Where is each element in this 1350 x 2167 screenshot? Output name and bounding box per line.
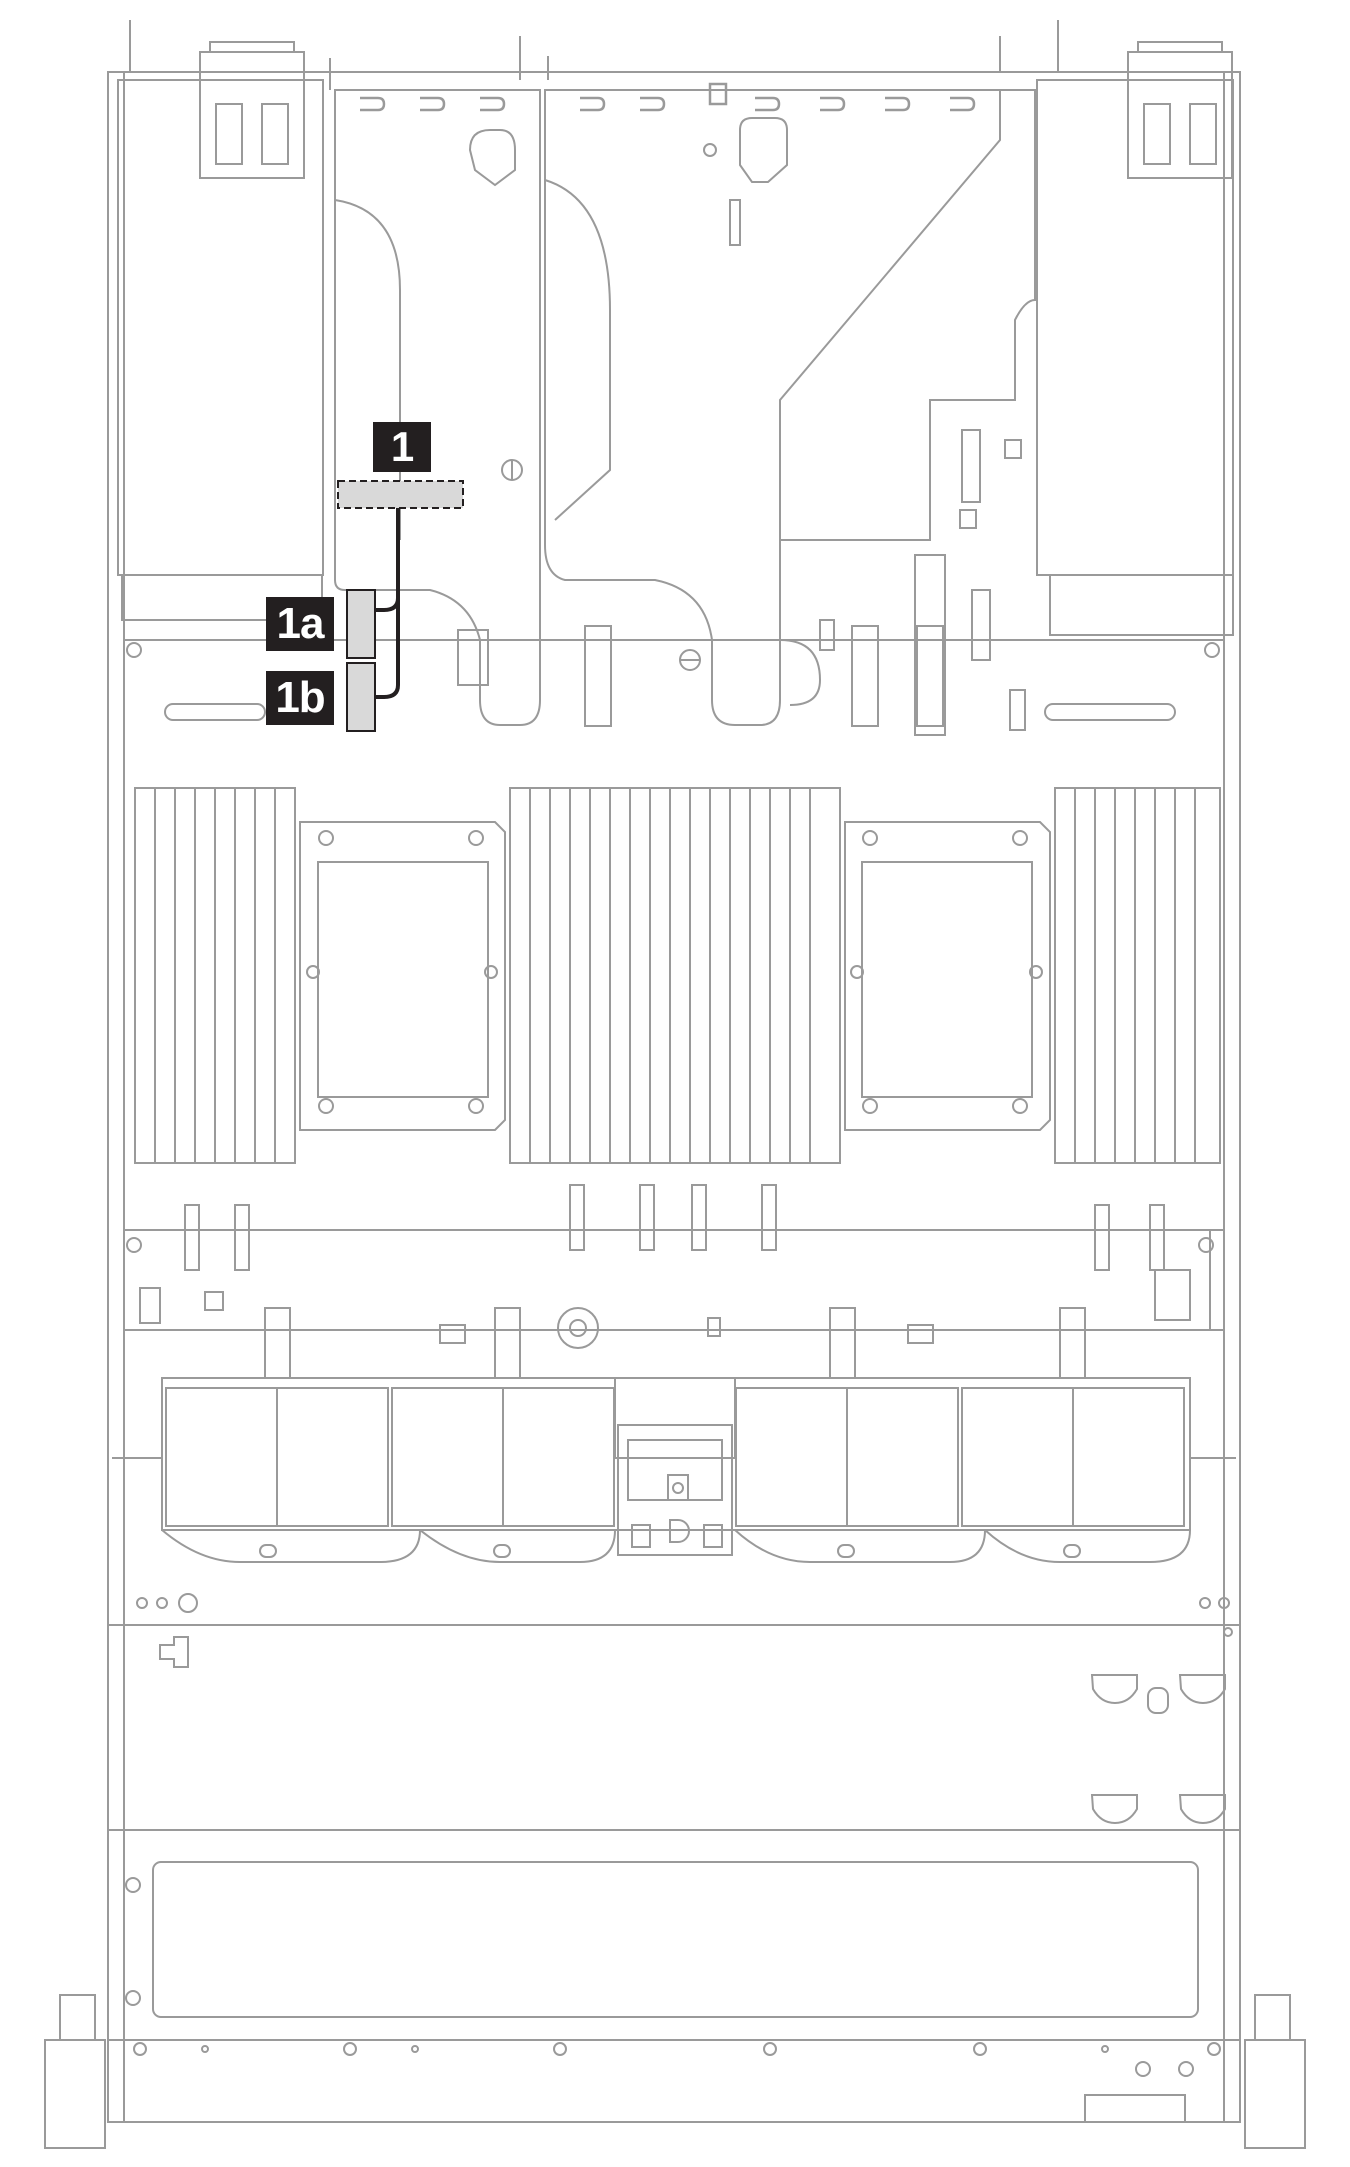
connector-1a <box>346 589 376 659</box>
riser-cage-1 <box>334 89 541 726</box>
callout-1b: 1b <box>266 671 334 725</box>
drive-bay-area <box>107 1624 1241 1831</box>
callout-1: 1 <box>373 422 431 472</box>
dimm-bank-2 <box>509 787 841 1164</box>
dimm-bank-1 <box>134 787 296 1164</box>
board-connector-left <box>164 703 266 721</box>
rear-latch-left <box>199 41 305 179</box>
chassis-outline <box>107 71 1241 2123</box>
riser-cage-2 <box>544 89 1036 726</box>
power-supply-bay-left <box>117 79 324 576</box>
power-supply-bay-right <box>1036 79 1234 576</box>
rear-latch-right <box>1127 41 1233 179</box>
board-connector-right <box>1044 703 1176 721</box>
cable-branch-1b <box>368 598 400 699</box>
system-board <box>123 639 1225 1331</box>
cpu-socket-1 <box>299 821 506 1131</box>
cable-clips <box>360 82 976 112</box>
fan-cage <box>112 1307 1236 1563</box>
dimm-bank-3 <box>1054 787 1221 1164</box>
riser-slots <box>584 625 944 727</box>
front-panel <box>44 1994 1306 2149</box>
mcio-connectors <box>184 1184 1165 1271</box>
riser-1-connector <box>337 480 464 509</box>
connector-1b <box>346 662 376 732</box>
fan-center-latch <box>617 1424 733 1556</box>
riser-1-cable <box>337 480 464 732</box>
fan-modules <box>165 1387 1185 1558</box>
callout-1a: 1a <box>266 597 334 651</box>
cpu-socket-2 <box>844 821 1051 1131</box>
